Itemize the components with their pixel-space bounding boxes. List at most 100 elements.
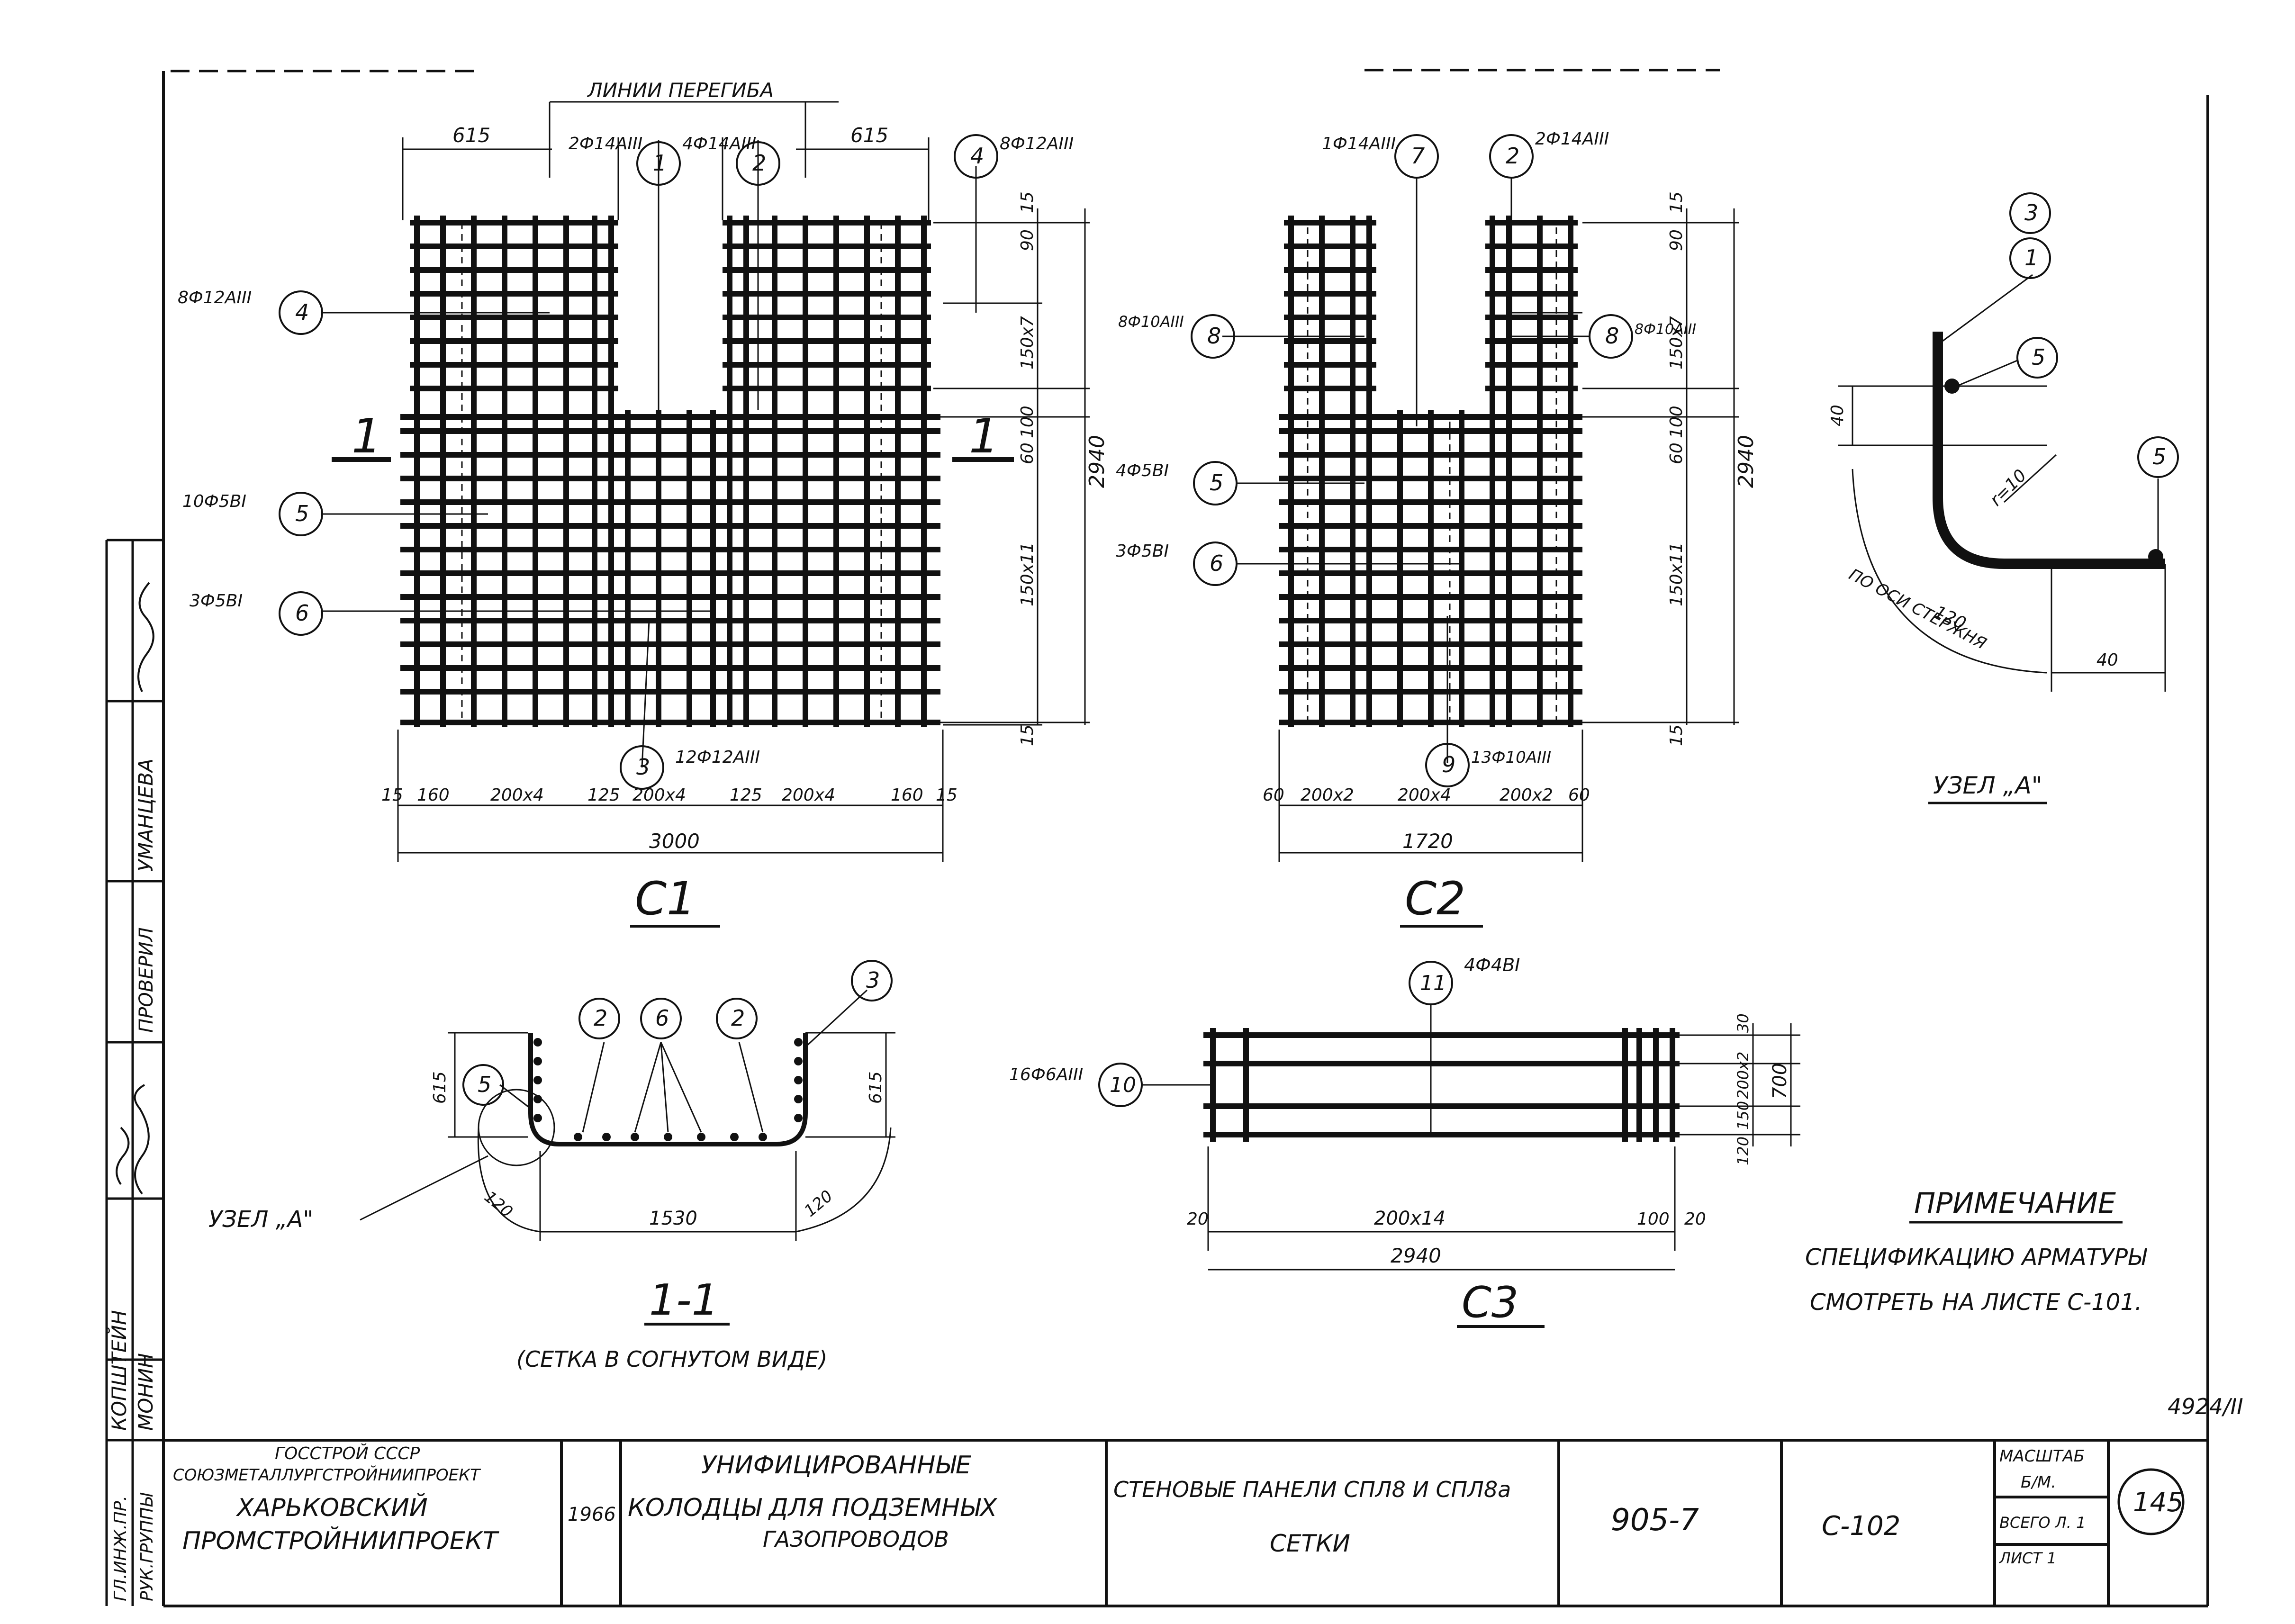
callout-circle [1489,134,1534,179]
section-dim-left: 615 [430,1071,450,1104]
c3-title: C3 [1462,1278,1518,1327]
c1-dim-total: 3000 [649,830,700,853]
c3-callout-11-num: 11 [1420,971,1446,995]
callout-circle [1193,461,1238,505]
c3-dim-lines [1142,1004,1800,1271]
c2-dim-b2: 200x2 [1301,785,1354,805]
c3-dim-r5: 700 [1769,1063,1791,1099]
c3-dim-r3: 150 [1734,1101,1752,1130]
tb-org-2: СОЮЗМЕТАЛЛУРГСТРОЙНИИПРОЕКТ [173,1465,481,1485]
c2-dim-r6: 150x11 [1667,542,1686,606]
c3-dim-r2: 200x2 [1734,1052,1752,1099]
signature-2 [134,1084,150,1195]
node-a-callout-5a-num: 5 [2032,344,2045,370]
c1-callout-4b-num: 4 [295,299,309,325]
node-a-callout-5b [2137,436,2179,478]
node-a-callout-1 [2009,237,2051,279]
section-title: 1-1 [649,1275,719,1325]
callout-circle [279,591,323,636]
callout-circle [736,141,780,186]
tb-project-1: УНИФИЦИРОВАННЫЕ [701,1451,971,1480]
c3-callout-11 [1409,961,1453,1005]
c2-dashed-lines [1307,227,1557,720]
c2-bottom-dims: 60 200x2 200x4 200x2 60 [1263,785,1590,805]
section-callout-2a-num: 2 [594,1005,607,1031]
section-callout-2b-num: 2 [731,1005,745,1031]
c2-dim-b5: 60 [1568,785,1590,805]
c1-section-mark-right: 1 [969,408,999,464]
c3-callout-10-label: 16Ф6АIII [1009,1065,1083,1084]
c1-dim-b4: 125 [587,785,620,805]
c1-section-mark-left: 1 [352,408,382,464]
c2-callout-2-label: 2Ф14АIII [1535,129,1609,149]
c1-callout-4b-label: 8Ф12АIII [178,288,252,307]
node-a-callout-1-num: 1 [2024,245,2038,271]
c2-right-dims: 15 90 150x7 100 60 150x11 15 2940 [1667,191,1758,746]
c1-callout-6-num: 6 [295,600,309,626]
c3-dim-b2: 200x14 [1374,1208,1446,1229]
section-callout-5 [462,1064,504,1106]
c2-dim-b4: 200x2 [1500,785,1553,805]
tb-total-sheets: ВСЕГО Л. 1 [1999,1514,2086,1532]
c2-callout-6-label: 3Ф5ВI [1116,541,1169,561]
c2-dim-r4: 100 [1667,406,1686,438]
tb-scale-value: Б/М. [2021,1473,2056,1492]
stamp-role-group: РУК.ГРУППЫ [137,1493,157,1601]
c2-callout-7-num: 7 [1411,143,1425,169]
node-a-axis-note: ПО ОСИ СТЕРЖНЯ [1846,565,1989,654]
tb-org-1: ГОССТРОЙ СССР [275,1444,420,1463]
stamp-role-checked: ПРОВЕРИЛ [136,927,157,1033]
tb-scale-label: МАСШТАБ [1999,1447,2085,1466]
mesh-c1: 1 1 ЛИНИИ ПЕРЕГИБА 615 615 15 90 150x7 1… [178,79,1109,928]
c1-bend-lines-label: ЛИНИИ ПЕРЕГИБА [587,79,774,102]
c1-callout-2-num: 2 [752,150,766,176]
c3-dim-total: 2940 [1391,1244,1441,1267]
c2-callout-5-num: 5 [1210,470,1223,496]
c1-dim-b7: 200x4 [782,785,835,805]
c1-dim-b3: 200x4 [490,785,544,805]
section-subtitle: (СЕТКА В СОГНУТОМ ВИДЕ) [516,1346,827,1372]
tb-project-3: ГАЗОПРОВОДОВ [763,1526,949,1552]
section-callout-6-num: 6 [655,1005,669,1031]
c1-right-dims: 15 90 150x7 100 60 150x11 15 2940 [1018,191,1109,746]
node-a-weld-dot-2 [2148,549,2163,564]
c2-dimension-lines [1222,178,1739,862]
c1-callout-4a-num: 4 [970,143,984,169]
section-callout-3-num: 3 [866,967,880,993]
c2-callout-8a-num: 8 [1207,323,1221,349]
c2-callout-9-label: 13Ф10АIII [1471,748,1551,767]
c1-callout-3-num: 3 [636,754,650,780]
section-dim-lines [360,989,895,1241]
section-callout-6 [640,998,682,1039]
c1-dim-b6: 125 [730,785,762,805]
c1-dim-top-left: 615 [452,124,490,147]
mesh-c3-bars [1203,1028,1680,1142]
note-line-1: СПЕЦИФИКАЦИЮ АРМАТУРЫ [1805,1244,2148,1271]
c2-callout-8b-label: 8Ф10АIII [1635,321,1696,338]
tb-subject-2: СЕТКИ [1270,1530,1350,1557]
section-dim-bottom: 1530 [649,1208,697,1229]
c1-dim-b1: 15 [381,785,403,805]
sheet-number: 145 [2133,1487,2184,1518]
c2-dim-r1: 15 [1667,191,1686,213]
c1-callout-4a-label: 8Ф12АIII [1000,134,1074,153]
node-a-callout-3 [2009,192,2051,234]
stamp-name-umantseva: УМАНЦЕВА [134,758,157,872]
c2-dim-b1: 60 [1263,785,1284,805]
node-a: 3 1 5 5 r=10 40 40 120 ПО ОСИ СТЕРЖНЯ УЗ… [1828,192,2179,804]
signature-1 [137,582,154,692]
c2-callout-9-num: 9 [1442,752,1455,777]
title-block: ГОССТРОЙ СССР СОЮЗМЕТАЛЛУРГСТРОЙНИИПРОЕК… [163,1439,2208,1606]
c2-dim-total: 1720 [1402,830,1453,853]
section-1-1: 5 2 6 2 3 615 615 120 1530 120 УЗЕЛ „А" … [208,960,895,1372]
c2-title: C2 [1405,872,1465,925]
c1-callout-5-num: 5 [295,501,309,526]
c1-bottom-dims: 15 160 200x4 125 200x4 125 200x4 160 15 [381,785,958,805]
c2-callout-8a-label: 8Ф10АIII [1118,313,1184,331]
section-bent-mesh [528,1033,808,1146]
section-callout-5-num: 5 [478,1072,491,1097]
mesh-c2-bars [1279,216,1582,727]
note: ПРИМЕЧАНИЕ СПЕЦИФИКАЦИЮ АРМАТУРЫ СМОТРЕТ… [1805,1187,2148,1316]
mesh-c2: 15 90 150x7 100 60 150x11 15 2940 60 200… [1116,129,1758,928]
